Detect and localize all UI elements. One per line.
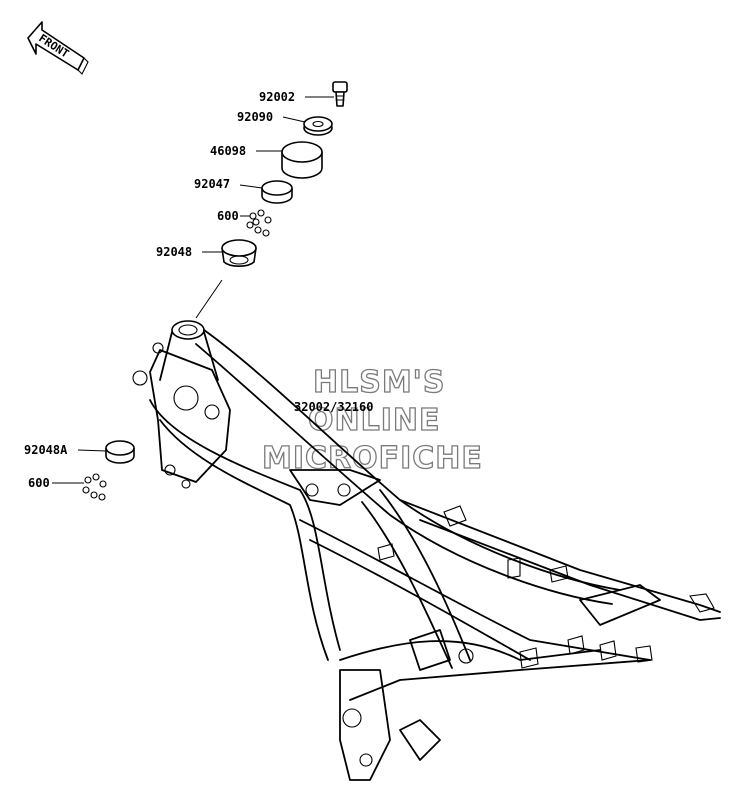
ball-set-600-upper[interactable] bbox=[246, 209, 272, 237]
bolt-92002[interactable] bbox=[332, 81, 348, 107]
ball-set-600-lower[interactable] bbox=[82, 473, 107, 501]
callout-600-lower: 600 bbox=[28, 476, 84, 490]
callout-label-600-upper: 600 bbox=[217, 209, 239, 223]
race-92048A[interactable] bbox=[105, 440, 135, 464]
callout-92048: 92048 bbox=[156, 245, 222, 259]
race-92048[interactable] bbox=[221, 239, 257, 267]
watermark-line1: HLSM'S bbox=[313, 365, 445, 400]
callout-92047: 92047 bbox=[194, 177, 263, 191]
nut-92090[interactable] bbox=[303, 116, 333, 136]
callout-label-92002: 92002 bbox=[259, 90, 295, 104]
cup-46098[interactable] bbox=[281, 141, 323, 179]
frame-32002[interactable] bbox=[132, 320, 721, 781]
callout-label-92048: 92048 bbox=[156, 245, 192, 259]
callout-92048A: 92048A bbox=[24, 443, 107, 457]
front-arrow-icon: FRONT bbox=[27, 21, 89, 75]
callout-label-92090: 92090 bbox=[237, 110, 273, 124]
callout-label-600-lower: 600 bbox=[28, 476, 50, 490]
callout-label-92047: 92047 bbox=[194, 177, 230, 191]
callout-92002: 92002 bbox=[259, 90, 334, 104]
callout-600-upper: 600 bbox=[217, 209, 250, 223]
watermark: HLSM'S ONLINE MICROFICHE bbox=[261, 364, 482, 476]
callout-label-frame: 32002/32160 bbox=[294, 400, 373, 414]
callout-92090: 92090 bbox=[237, 110, 306, 124]
callout-46098: 46098 bbox=[210, 144, 282, 158]
seal-92047[interactable] bbox=[261, 180, 293, 204]
callout-frame: 32002/32160 bbox=[294, 400, 373, 414]
callout-label-92048A: 92048A bbox=[24, 443, 68, 457]
watermark-line2: ONLINE bbox=[308, 403, 441, 438]
callout-label-46098: 46098 bbox=[210, 144, 246, 158]
